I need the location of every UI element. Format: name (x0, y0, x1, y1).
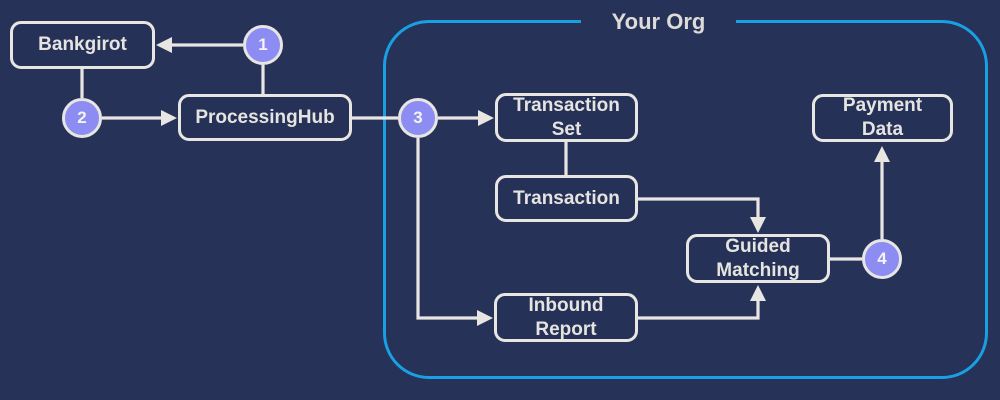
edge-inbound-report-to-guided-matching (638, 300, 760, 320)
node-transaction-set: Transaction Set (495, 93, 638, 142)
node-inbound-report-label: Inbound Report (528, 294, 604, 340)
step-badge-2-label: 2 (77, 108, 87, 127)
node-transaction-label: Transaction (513, 187, 620, 209)
node-bankgirot-label: Bankgirot (38, 34, 127, 56)
step-badge-4: 4 (862, 239, 902, 279)
node-processing-hub-label: ProcessingHub (195, 106, 335, 128)
node-inbound-report: Inbound Report (494, 293, 638, 342)
node-processing-hub: ProcessingHub (178, 94, 352, 141)
arrowhead-transaction-to-guided-matching (750, 217, 766, 233)
node-guided-matching-label: Guided Matching (716, 235, 800, 281)
your-org-group-boundary: Your Org (383, 8, 988, 379)
step-badge-4-label: 4 (877, 249, 887, 268)
arrowhead-inbound-report-to-guided-matching (750, 285, 766, 301)
arrowhead-step3-to-transaction-set (478, 110, 494, 126)
node-transaction: Transaction (495, 175, 638, 222)
step-badge-2: 2 (62, 98, 102, 138)
step-badge-1-label: 1 (258, 35, 268, 54)
step-badge-3: 3 (398, 98, 438, 138)
node-payment-data: Payment Data (812, 94, 953, 142)
arrowhead-step3-to-inbound-report (477, 310, 493, 326)
arrowhead-step4-to-payment-data (874, 146, 890, 162)
your-org-group-title: Your Org (581, 8, 736, 36)
edge-transaction-to-guided-matching (638, 197, 760, 218)
edge-step3-to-inbound-report (416, 138, 478, 320)
step-badge-1: 1 (243, 25, 283, 65)
node-bankgirot: Bankgirot (10, 21, 155, 69)
step-badge-3-label: 3 (413, 108, 423, 127)
arrowhead-step1-to-bankgirot (156, 37, 172, 53)
node-transaction-set-label: Transaction Set (513, 94, 620, 140)
arrowhead-step2-to-processinghub (161, 110, 177, 126)
node-guided-matching: Guided Matching (686, 234, 830, 283)
node-payment-data-label: Payment Data (842, 95, 923, 140)
